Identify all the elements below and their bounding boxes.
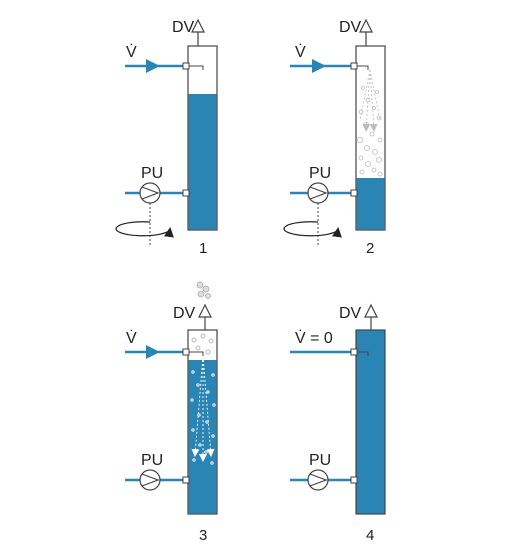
liquid-fill xyxy=(356,178,385,230)
flow-zero-label: V̇ = 0 xyxy=(295,329,333,347)
panel-number: 2 xyxy=(366,240,374,257)
vent-label: DV xyxy=(172,19,195,36)
flow-label: V̇ xyxy=(126,329,137,347)
liquid-fill xyxy=(188,94,217,230)
panel-2: DV V̇ PU 2 xyxy=(283,18,386,257)
headspace-bubbles xyxy=(191,333,214,355)
panel-number: 4 xyxy=(366,527,374,544)
pump-label: PU xyxy=(309,452,331,469)
vent-label: DV xyxy=(339,19,362,36)
vent-label: DV xyxy=(173,305,196,322)
vent-label: DV xyxy=(339,305,362,322)
pump-label: PU xyxy=(141,452,163,469)
column-vessel-full xyxy=(355,329,386,515)
vent-valve-icon xyxy=(364,303,378,318)
escaping-gas-bubbles-icon xyxy=(196,281,211,299)
rotation-arrow-icon xyxy=(115,221,174,238)
inflow-arrow-icon xyxy=(146,59,160,73)
vent-valve-icon xyxy=(198,303,212,318)
flow-label: V̇ xyxy=(295,43,306,61)
panel-number: 3 xyxy=(199,527,207,544)
panel-3: DV V̇ PU 3 xyxy=(125,281,218,544)
vent-valve-icon xyxy=(359,18,373,33)
panel-1: DV V̇ PU 1 xyxy=(115,18,218,257)
pump-label: PU xyxy=(309,165,331,182)
spray-in-liquid xyxy=(190,355,216,465)
spray-bubbles xyxy=(357,69,383,177)
rotation-arrow-icon xyxy=(283,221,342,238)
inflow-arrow-icon xyxy=(312,59,326,73)
panel-number: 1 xyxy=(199,240,207,257)
pump-label: PU xyxy=(141,165,163,182)
panel-4: DV V̇ = 0 PU 4 xyxy=(290,303,386,544)
flow-label: V̇ xyxy=(126,43,137,61)
inflow-arrow-icon xyxy=(146,345,160,359)
